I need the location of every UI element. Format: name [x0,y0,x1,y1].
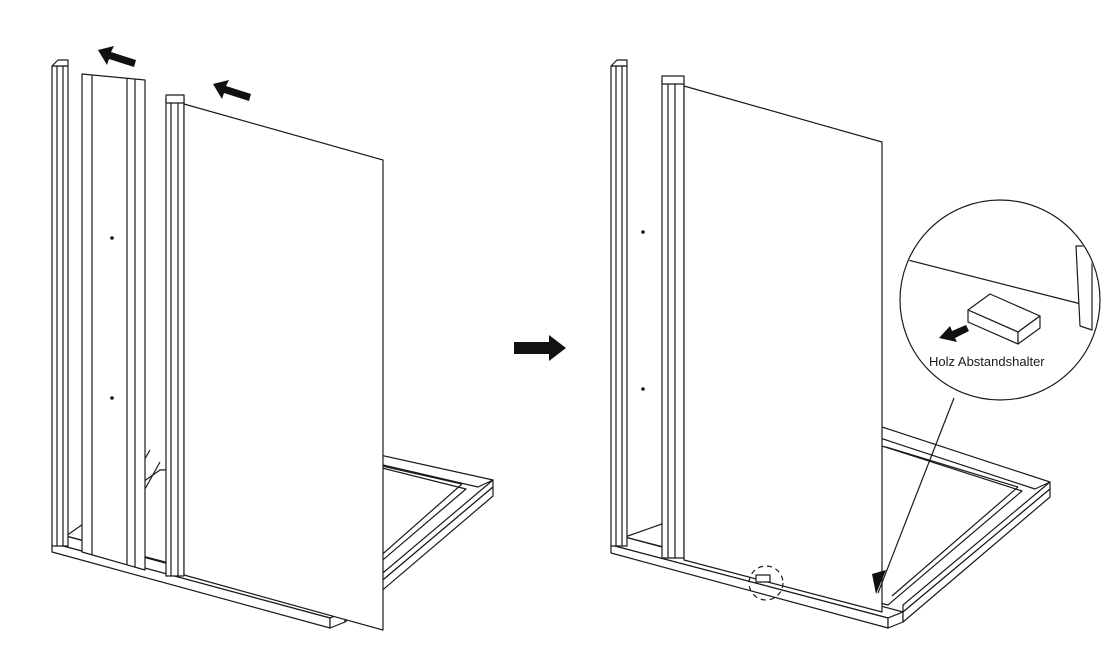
callout-leader [877,397,955,594]
push-arrow-icon [98,46,251,101]
arrow-right-icon [514,335,566,361]
panel-before [51,46,494,631]
spacer-pointer-icon [872,570,886,594]
wall-rail [51,59,69,547]
panel-after: Holz Abstandshalter [610,59,1101,629]
wall-rail-right [610,59,628,547]
profile-assembled [641,75,685,559]
profile-panel [81,73,146,571]
magnifier-callout: Holz Abstandshalter [899,199,1101,401]
spacer-label: Holz Abstandshalter [929,354,1045,369]
glass-door-right [683,85,883,613]
hinge-profile [165,94,185,577]
glass-door-left [183,103,384,631]
spacer-arrow-icon [939,325,969,342]
detail-marker [748,565,784,601]
